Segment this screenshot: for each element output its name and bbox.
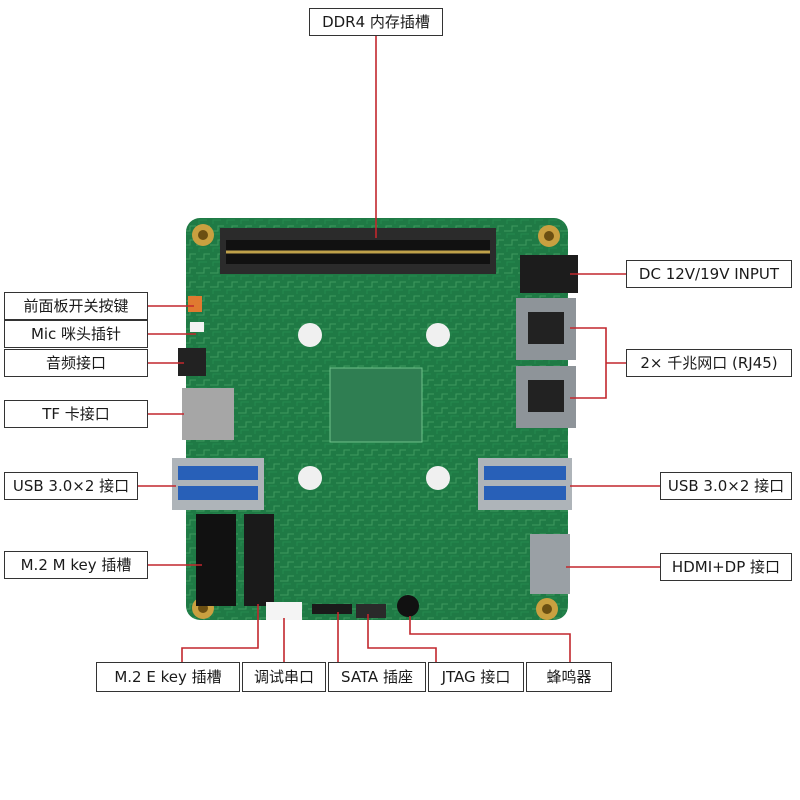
label-hdmi-dp: HDMI+DP 接口 (660, 553, 792, 581)
mic-header (190, 322, 204, 332)
m2-m-key-slot (196, 514, 236, 606)
sata-connector (312, 604, 352, 614)
leader-rj45 (570, 327, 626, 399)
label-jtag: JTAG 接口 (428, 662, 524, 692)
buzzer-component (397, 595, 419, 617)
leader-buzzer (409, 616, 571, 662)
label-m2-e-key: M.2 E key 插槽 (96, 662, 240, 692)
audio-jack (178, 348, 206, 376)
leader-jtag (367, 614, 437, 662)
soc-area (329, 367, 423, 443)
label-buzzer: 蜂鸣器 (526, 662, 612, 692)
label-dc-input: DC 12V/19V INPUT (626, 260, 792, 288)
label-front-panel: 前面板开关按键 (4, 292, 148, 320)
m2-e-key-slot (244, 514, 274, 606)
label-ddr4: DDR4 内存插槽 (309, 8, 443, 36)
usb-left (172, 458, 264, 510)
dc-jack (520, 255, 578, 293)
label-tf-card: TF 卡接口 (4, 400, 148, 428)
label-m2-m-key: M.2 M key 插槽 (4, 551, 148, 579)
leader-m2-e-key (181, 604, 259, 662)
label-sata: SATA 插座 (328, 662, 426, 692)
leader-lines (138, 36, 660, 662)
front-panel-header (188, 296, 202, 312)
hdmi-dp-ports (530, 534, 570, 594)
label-usb-left: USB 3.0×2 接口 (4, 472, 138, 500)
label-usb-right: USB 3.0×2 接口 (660, 472, 792, 500)
label-debug-serial: 调试串口 (242, 662, 326, 692)
standoffs (298, 323, 450, 490)
usb-right (478, 458, 572, 510)
label-audio: 音频接口 (4, 349, 148, 377)
ddr4-slot (220, 228, 496, 274)
jtag-header (356, 604, 386, 618)
debug-serial-connector (266, 602, 302, 620)
tf-card-slot (182, 388, 234, 440)
label-mic: Mic 咪头插针 (4, 320, 148, 348)
rj45-ports (516, 298, 576, 428)
label-rj45: 2× 千兆网口 (RJ45) (626, 349, 792, 377)
